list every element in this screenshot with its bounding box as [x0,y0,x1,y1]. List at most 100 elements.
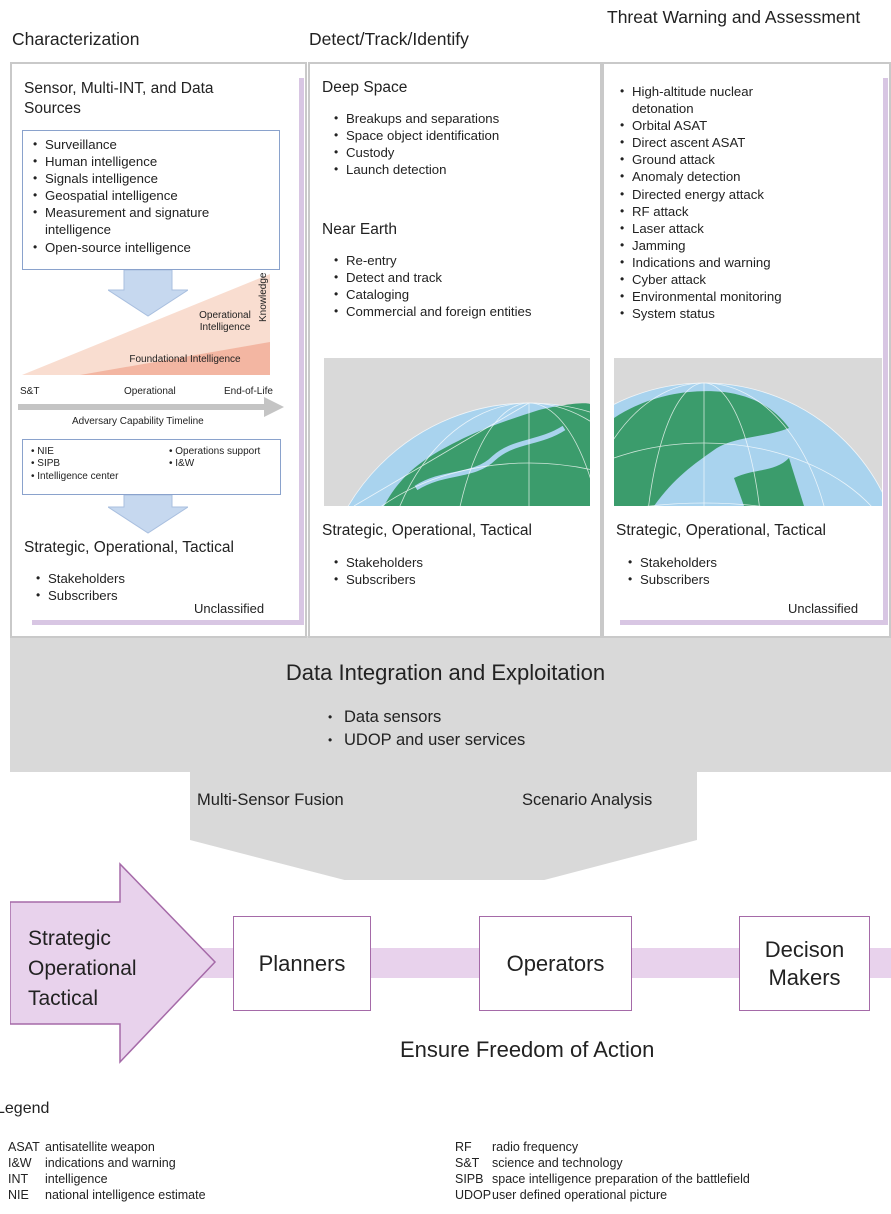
list-item: Orbital ASAT [618,117,868,134]
deep-space-title: Deep Space [322,79,408,96]
list-item: Stakeholders [34,570,125,587]
product-item: • Intelligence center [31,470,119,482]
list-item: Direct ascent ASAT [618,134,868,151]
timeline-arrow-icon [18,397,284,417]
product-item: • Operations support [169,446,261,457]
list-item: Directed energy attack [618,186,868,203]
product-item: • I&W [169,458,195,470]
list-item: Geospatial intelligence [31,187,273,204]
threat-panel: High-altitude nuclear detonation Orbital… [602,62,891,638]
products-box: • NIE • SIPB • Intelligence center • Ope… [22,439,281,495]
panel-accent-bottom [32,620,304,625]
earth-globe-image [324,358,590,506]
knowledge-label: Knowledge [258,272,269,322]
list-item: Signals intelligence [31,170,273,187]
near-earth-list: Re-entry Detect and track Cataloging Com… [332,252,572,320]
multi-sensor-fusion-label: Multi-Sensor Fusion [197,791,344,809]
deep-space-list: Breakups and separations Space object id… [332,110,499,178]
list-item: Custody [332,144,499,161]
scenario-analysis-label: Scenario Analysis [522,791,653,809]
operators-box: Operators [479,916,632,1011]
list-item: High-altitude nuclear detonation [618,83,802,117]
panel-accent-bottom [620,620,888,625]
detect-heading: Detect/Track/Identify [309,29,469,49]
down-arrow-icon [108,270,188,317]
characterization-levels: Strategic, Operational, Tactical [24,539,234,556]
foundational-intelligence-label: Foundational Intelligence [129,354,241,365]
list-item: Subscribers [626,571,717,588]
products-right: • Operations support • I&W [169,446,260,471]
timeline-end-label: End-of-Life [224,386,273,397]
list-item: RF attack [618,203,868,220]
product-item: • NIE [31,446,54,457]
list-item: Ground attack [618,151,868,168]
list-item: Detect and track [332,269,572,286]
list-item: Laser attack [618,220,868,237]
knowledge-triangle [22,274,270,375]
panel-accent-right [883,78,888,620]
list-item: Stakeholders [626,554,717,571]
list-item: Re-entry [332,252,572,269]
classification-label: Unclassified [194,601,265,616]
threat-levels: Strategic, Operational, Tactical [616,522,826,539]
sources-list: Surveillance Human intelligence Signals … [31,136,273,256]
down-arrow-icon [108,495,188,534]
detect-panel: Deep Space Breakups and separations Spac… [308,62,602,638]
operational-intelligence-label: Operational Intelligence [199,310,251,333]
list-item: Subscribers [332,571,423,588]
threat-heading: Threat Warning and Assessment [607,7,861,27]
source-line: Tactical [28,987,99,1010]
integration-list: Data sensors UDOP and user services [326,706,525,752]
integration-funnel [10,636,891,880]
funnel-shape [10,636,891,880]
planners-box: Planners [233,916,371,1011]
classification-label: Unclassified [788,601,859,616]
list-item: Jamming [618,237,868,254]
characterization-panel: Sensor, Multi-INT, and Data Sources Surv… [10,62,307,638]
decision-makers-box: Decison Makers [739,916,870,1011]
sources-box: Surveillance Human intelligence Signals … [22,130,280,270]
source-line: Operational [28,957,137,980]
near-earth-title: Near Earth [322,221,397,238]
product-item: • SIPB [31,458,61,470]
list-item: Indications and warning [618,254,868,271]
list-item: Breakups and separations [332,110,499,127]
products-left: • NIE • SIPB • Intelligence center [31,446,118,483]
list-item: Launch detection [332,161,499,178]
characterization-heading: Characterization [12,29,140,49]
source-line: Strategic [28,927,111,950]
source-label: Strategic Operational Tactical [28,924,137,1014]
timeline-label: Adversary Capability Timeline [72,416,204,427]
detect-audience-list: Stakeholders Subscribers [332,554,423,588]
list-item: Cyber attack [618,271,868,288]
timeline-start-label: S&T [20,386,40,397]
detect-levels: Strategic, Operational, Tactical [322,522,532,539]
panel-accent-right [299,78,304,620]
legend-item: UDOPuser defined operational picture [455,1188,668,1202]
threat-list: High-altitude nuclear detonation Orbital… [618,83,868,322]
list-item: Measurement and signature intelligence [31,204,273,238]
source-arrow-shape [10,862,217,1064]
integration-title: Data Integration and Exploitation [285,660,606,685]
list-item: System status [618,305,868,322]
threat-audience-list: Stakeholders Subscribers [626,554,717,588]
list-item: Environmental monitoring [618,288,868,305]
timeline-mid-label: Operational [124,386,176,397]
list-item: Human intelligence [31,153,273,170]
list-item: Commercial and foreign entities [332,303,572,320]
legend-title: Legend [0,1100,50,1117]
flow-caption: Ensure Freedom of Action [400,1037,655,1062]
list-item: Stakeholders [332,554,423,571]
list-item: UDOP and user services [326,729,525,752]
earth-globe-image [614,358,882,506]
list-item: Anomaly detection [618,168,868,185]
sources-title: Sensor, Multi-INT, and Data Sources [24,80,214,117]
list-item: Subscribers [34,587,125,604]
list-item: Data sensors [326,706,525,729]
